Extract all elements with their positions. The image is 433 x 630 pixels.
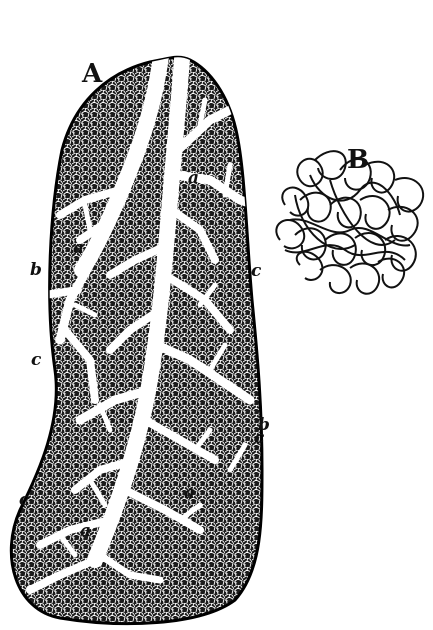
label-c-edge-2: c (31, 350, 42, 370)
label-a-duct-2: a (73, 238, 84, 258)
label-c-edge-1: c (251, 261, 262, 281)
label-a: A (81, 59, 103, 89)
label-b: B (347, 145, 369, 175)
label-b-edge-1: b (30, 260, 42, 280)
label-c-edge-3: c (254, 428, 265, 448)
label-a-duct-3: a (184, 483, 195, 503)
gland-section-a (11, 20, 262, 624)
label-a-duct-4: a (80, 521, 91, 541)
label-a-duct-1: a (188, 168, 199, 188)
label-c-edge-4: c (19, 490, 30, 510)
